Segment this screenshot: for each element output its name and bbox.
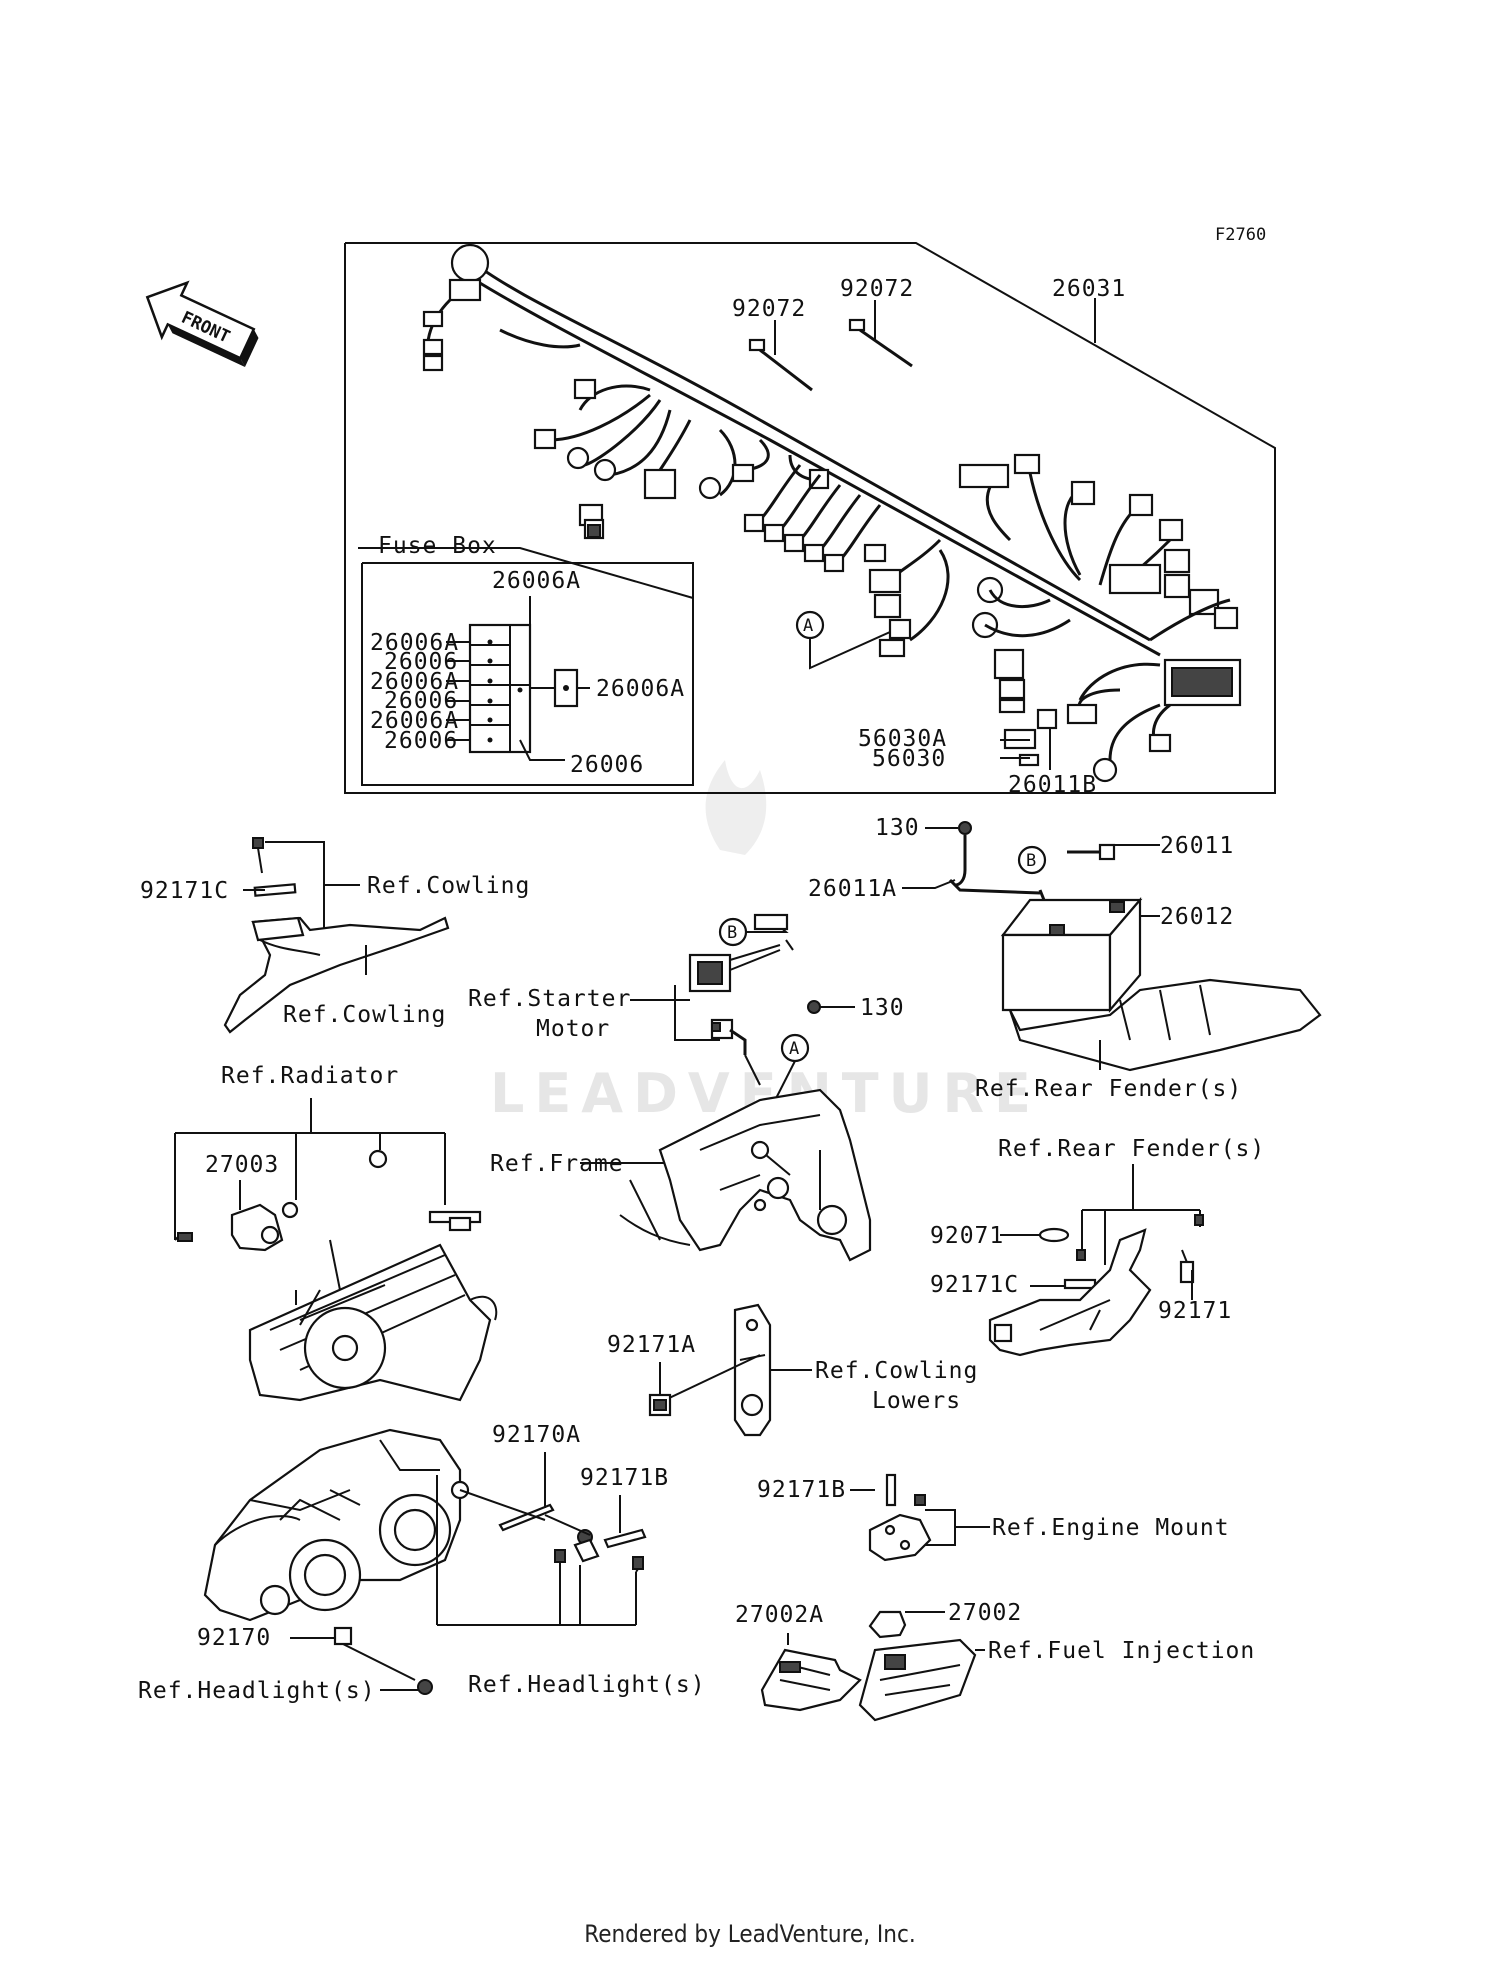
starter-ref-b: B <box>727 923 737 943</box>
radiator-group: Ref.Radiator 27003 <box>174 1063 498 1402</box>
headlight-clip-b-label: 92171B <box>580 1465 669 1491</box>
starter-bolt-label: 130 <box>860 995 905 1021</box>
relay-56030a-label: 56030A <box>858 726 947 752</box>
fuel-injection-part-label: 27002 <box>948 1600 1022 1626</box>
fuse-box-title: Fuse Box <box>378 533 497 559</box>
fuse-left-5: 26006 <box>384 728 458 754</box>
cowling-ref-top: Ref.Cowling <box>367 873 530 899</box>
front-arrow-icon: FRONT <box>145 280 259 367</box>
frame-ref-label: Ref.Frame <box>490 1151 624 1177</box>
battery-rear-fender-ref: Ref.Rear Fender(s) <box>975 1076 1242 1102</box>
clip-92072-right: 92072 <box>840 276 914 368</box>
battery-area: 130 26011A B 26011 26012 Ref.Rear Fender… <box>808 815 1322 1102</box>
fuse-right-label: 26006A <box>596 676 685 702</box>
cowling-lowers-ref-line1: Ref.Cowling <box>815 1358 978 1384</box>
cowling-lowers-clip-label: 92171A <box>607 1332 696 1358</box>
fuse-top-label: 26006A <box>492 568 581 594</box>
starter-ref-line1: Ref.Starter <box>468 986 631 1012</box>
cowling-lowers-group: 92171A Ref.Cowling Lowers <box>607 1303 978 1437</box>
radiator-part-label: 27003 <box>205 1152 279 1178</box>
fuel-injection-part-a-label: 27002A <box>735 1602 824 1628</box>
starter-group: B Ref.Starter Motor 130 A Ref.Frame <box>468 913 905 1262</box>
fuse-left-0: 26006A <box>370 630 459 656</box>
cowling-group: 92171C Ref.Cowling Ref.Cowling <box>140 837 530 1034</box>
fuse-left-1: 26006 <box>384 649 458 675</box>
relay-56030-label: 56030 <box>872 746 946 772</box>
battery-bolt-label: 130 <box>875 815 920 841</box>
rear-fender-ref-label: Ref.Rear Fender(s) <box>998 1136 1265 1162</box>
harness-ref-a: A <box>803 616 813 636</box>
cowling-ref-bottom: Ref.Cowling <box>283 1002 446 1028</box>
radiator-ref-label: Ref.Radiator <box>221 1063 399 1089</box>
fuse-left-3: 26006 <box>384 688 458 714</box>
cowling-clip-label: 92171C <box>140 878 229 904</box>
clip-92072-left-label: 92072 <box>732 296 806 322</box>
fuse-bottom-label: 26006 <box>570 752 644 778</box>
engine-mount-clip-label: 92171B <box>757 1477 846 1503</box>
cowling-lowers-ref-line2: Lowers <box>872 1388 961 1414</box>
harness-part-label: 26031 <box>1052 276 1126 302</box>
engine-mount-ref: Ref.Engine Mount <box>992 1515 1230 1541</box>
headlight-ref-right: Ref.Headlight(s) <box>468 1672 706 1698</box>
figure-code: F2760 <box>1215 225 1266 245</box>
fuse-left-2: 26006A <box>370 669 459 695</box>
fuse-box-inset: Fuse Box 26006A <box>358 533 694 786</box>
starter-ref-line2: Motor <box>536 1016 610 1042</box>
headlight-rod-label: 92170A <box>492 1422 581 1448</box>
footer-credit: Rendered by LeadVenture, Inc. <box>584 1920 916 1948</box>
rear-fender-clip-label: 92171 <box>1158 1298 1232 1324</box>
headlight-ref-left: Ref.Headlight(s) <box>138 1678 376 1704</box>
connector-26011b-label: 26011B <box>1008 772 1097 798</box>
fuel-injection-ref: Ref.Fuel Injection <box>988 1638 1255 1664</box>
cable-26011a-label: 26011A <box>808 876 897 902</box>
starter-ref-a: A <box>789 1039 799 1059</box>
rear-fender-group: Ref.Rear Fender(s) 92071 92171C 92171 <box>930 1136 1265 1357</box>
watermark: LEADVENTURE <box>490 760 1031 1125</box>
battery-ref-b: B <box>1026 851 1036 871</box>
rear-fender-clip-c-label: 92171C <box>930 1272 1019 1298</box>
fuel-injection-group: 27002A 27002 Ref.Fuel Injection <box>735 1600 1255 1722</box>
clip-92072-left: 92072 <box>732 296 813 392</box>
fuse-left-4: 26006A <box>370 708 459 734</box>
clip-92072-right-label: 92072 <box>840 276 914 302</box>
headlight-clamp-label: 92170 <box>197 1625 271 1651</box>
rear-fender-grommet-label: 92071 <box>930 1223 1004 1249</box>
headlight-group: 92170A 92171B Ref.Headlight(s) 92170 Ref… <box>138 1422 706 1704</box>
cable-26011-label: 26011 <box>1160 833 1234 859</box>
battery-label: 26012 <box>1160 904 1234 930</box>
engine-mount-group: 92171B Ref.Engine Mount <box>757 1473 1230 1562</box>
harness-box: A 92072 92072 26031 56030A 56030 26011B <box>344 242 1276 798</box>
